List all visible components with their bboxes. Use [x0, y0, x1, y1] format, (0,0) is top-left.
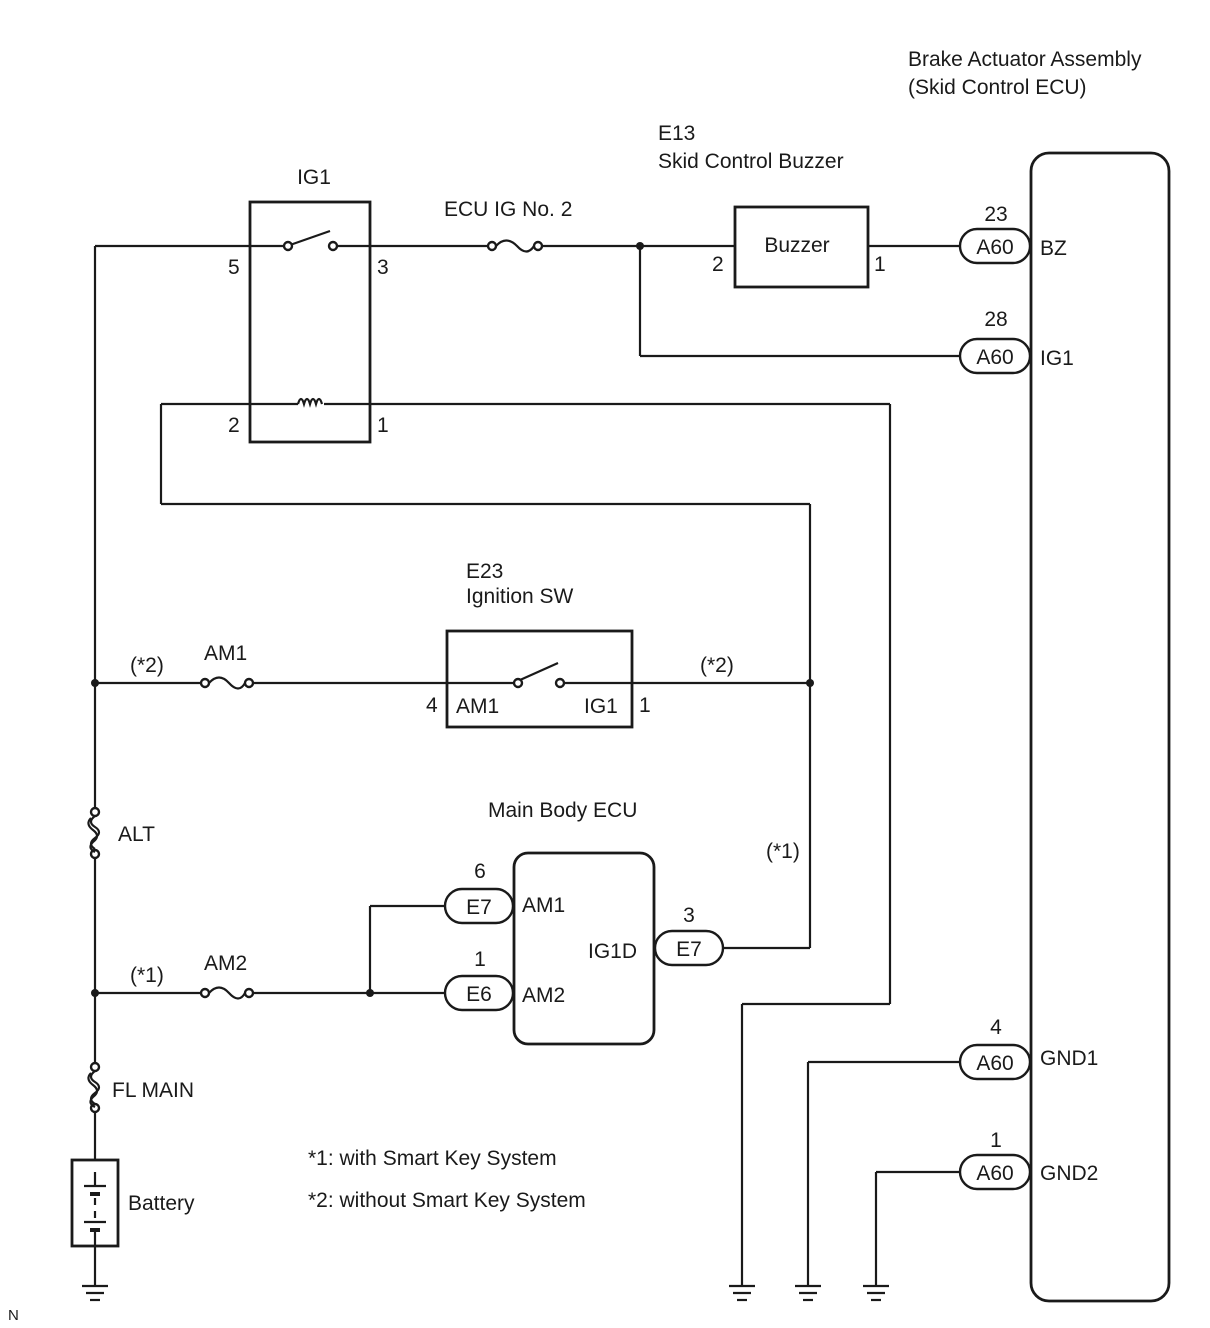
note-no-smart-key: *2: without Smart Key System	[308, 1189, 586, 1212]
ecu-pin-ig1d: IG1D 3 E7	[588, 904, 725, 967]
pin-number: 28	[984, 308, 1007, 331]
relay-pin-2: 2	[228, 414, 240, 437]
pin-number: 1	[474, 948, 486, 971]
brake-actuator-assembly: Brake Actuator Assembly (Skid Control EC…	[908, 48, 1171, 1303]
ecu-pin-am2: 1 E6 AM2	[443, 948, 565, 1012]
battery-label: Battery	[128, 1192, 195, 1215]
ecu-pin-am1: 6 E7 AM1	[443, 860, 565, 925]
brake-actuator-title: Brake Actuator Assembly	[908, 48, 1142, 71]
main-body-ecu: Main Body ECU	[488, 799, 656, 1046]
fuse-label: AM2	[204, 952, 247, 975]
relay-pin-5: 5	[228, 256, 240, 279]
buzzer-label: Buzzer	[764, 234, 829, 257]
ground-relay-icon	[729, 1284, 755, 1302]
signal-name: GND2	[1040, 1162, 1098, 1185]
actuator-pin-gnd2: 1 A60 GND2	[958, 1129, 1098, 1191]
fuse-label: AM1	[204, 642, 247, 665]
battery: Battery	[70, 1158, 195, 1248]
relay-pin-1: 1	[377, 414, 389, 437]
fuse-note: (*1)	[130, 964, 164, 987]
fuse-label: ALT	[118, 823, 155, 846]
pin-number: 4	[990, 1016, 1002, 1039]
connector-code: A60	[976, 236, 1013, 259]
fuse-fl-main: FL MAIN	[87, 1061, 194, 1114]
ignition-switch: E23 Ignition SW 4 1 AM1 IG1	[426, 560, 651, 729]
signal-name: GND1	[1040, 1047, 1098, 1070]
ground-battery-icon	[82, 1284, 108, 1302]
connector-code: E6	[466, 983, 492, 1006]
connector-code: E7	[676, 938, 702, 961]
connector-code: A60	[976, 1162, 1013, 1185]
pin-number: 23	[984, 203, 1007, 226]
pin-number: 3	[683, 904, 695, 927]
connector-code: A60	[976, 1052, 1013, 1075]
relay-name: IG1	[297, 166, 331, 189]
buzzer-pin-right: 1	[874, 253, 886, 276]
fuse-am1: (*2) AM1	[130, 642, 255, 690]
fuse-note: (*2)	[130, 654, 164, 677]
fuse-label: FL MAIN	[112, 1079, 194, 1102]
fuse-label: ECU IG No. 2	[444, 198, 572, 221]
relay-coil-icon	[296, 397, 324, 408]
signal-name: BZ	[1040, 237, 1067, 260]
note-smart-key: *1: with Smart Key System	[308, 1147, 557, 1170]
ignition-code: E23	[466, 560, 503, 583]
right-note-top: (*2)	[700, 654, 734, 677]
signal-name: IG1	[1040, 347, 1074, 370]
ignition-term-ig1: IG1	[584, 695, 618, 718]
signal-name: AM2	[522, 984, 565, 1007]
right-note-bottom: (*1)	[766, 840, 800, 863]
signal-name: AM1	[522, 894, 565, 917]
fuse-am2: (*1) AM2	[130, 952, 255, 1000]
corner-mark: N	[8, 1307, 19, 1324]
buzzer-pin-left: 2	[712, 253, 724, 276]
connector-code: E7	[466, 896, 492, 919]
ig1-relay: IG1 5 3 2 1	[228, 166, 389, 444]
actuator-pin-gnd1: 4 A60 GND1	[958, 1016, 1098, 1081]
fuse-ecu-ig-no2: ECU IG No. 2	[444, 198, 572, 253]
ignition-term-am1: AM1	[456, 695, 499, 718]
pin-number: 6	[474, 860, 486, 883]
buzzer-name: Skid Control Buzzer	[658, 150, 844, 173]
connector-code: A60	[976, 346, 1013, 369]
actuator-pin-ig1: 28 A60 IG1	[958, 308, 1074, 375]
ignition-name: Ignition SW	[466, 585, 574, 608]
brake-actuator-subtitle: (Skid Control ECU)	[908, 76, 1087, 99]
relay-pin-3: 3	[377, 256, 389, 279]
actuator-pin-bz: 23 A60 BZ	[958, 203, 1067, 265]
ground-gnd2-icon	[863, 1284, 889, 1302]
wires	[93, 229, 1032, 1286]
ignition-pin-left: 4	[426, 694, 438, 717]
signal-name: IG1D	[588, 940, 637, 963]
pin-number: 1	[990, 1129, 1002, 1152]
skid-control-buzzer: E13 Skid Control Buzzer Buzzer 2 1	[658, 122, 886, 289]
buzzer-code: E13	[658, 122, 695, 145]
ground-gnd1-icon	[795, 1284, 821, 1302]
fuse-alt: ALT	[87, 806, 155, 860]
junction-dots	[91, 242, 814, 997]
ignition-pin-right: 1	[639, 694, 651, 717]
ecu-title: Main Body ECU	[488, 799, 637, 822]
